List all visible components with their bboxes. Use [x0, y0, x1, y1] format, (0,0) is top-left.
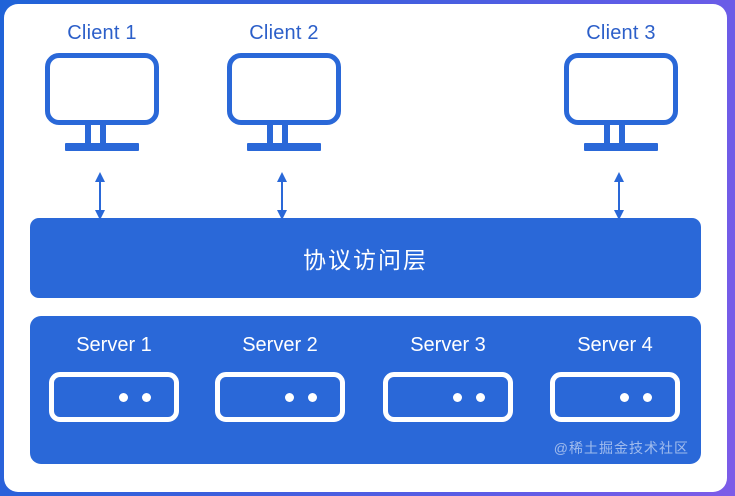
server-node-1[interactable]: Server 1 — [34, 334, 194, 422]
server-indicator-dot — [620, 392, 629, 402]
client-node-2[interactable]: Client 2 — [209, 22, 359, 153]
monitor-stand-post-right — [619, 125, 625, 143]
monitor-screen — [227, 53, 341, 125]
client-node-1[interactable]: Client 1 — [27, 22, 177, 153]
monitor-stand-post-right — [100, 125, 106, 143]
server-label: Server 3 — [410, 334, 486, 356]
monitor-stand-post-left — [85, 125, 91, 143]
server-node-3[interactable]: Server 3 — [368, 334, 528, 422]
server-unit-icon — [49, 372, 179, 422]
server-unit-icon — [383, 372, 513, 422]
monitor-icon — [45, 53, 159, 153]
server-node-2[interactable]: Server 2 — [200, 334, 360, 422]
servers-panel: Server 1 Server 2 Server 3 — [30, 316, 701, 464]
server-indicator-dot — [285, 392, 294, 402]
monitor-stand-base — [584, 143, 658, 151]
double-headed-vertical-arrow-icon — [614, 172, 624, 220]
server-indicator-dot — [453, 392, 462, 402]
diagram-card: Client 1 Client 2 — [4, 4, 727, 492]
server-label: Server 1 — [76, 334, 152, 356]
protocol-access-layer-band[interactable]: 协议访问层 — [30, 218, 701, 298]
client-node-3[interactable]: Client 3 — [546, 22, 696, 153]
server-indicator-dot — [476, 392, 485, 402]
double-headed-vertical-arrow-icon — [95, 172, 105, 220]
client-label: Client 1 — [67, 22, 137, 44]
monitor-stand-post-left — [604, 125, 610, 143]
protocol-access-layer-label: 协议访问层 — [303, 247, 428, 273]
server-unit-icon — [550, 372, 680, 422]
monitor-stand-post-right — [282, 125, 288, 143]
clients-row: Client 1 Client 2 — [4, 4, 727, 220]
monitor-stand-base — [247, 143, 321, 151]
server-indicator-dot — [119, 392, 128, 402]
server-indicator-dot — [308, 392, 317, 402]
monitor-stand-base — [65, 143, 139, 151]
server-indicator-dot — [142, 392, 151, 402]
client-label: Client 3 — [586, 22, 656, 44]
monitor-icon — [227, 53, 341, 153]
server-node-4[interactable]: Server 4 — [535, 334, 695, 422]
double-headed-vertical-arrow-icon — [277, 172, 287, 220]
server-label: Server 2 — [242, 334, 318, 356]
monitor-screen — [45, 53, 159, 125]
monitor-stand-post-left — [267, 125, 273, 143]
monitor-screen — [564, 53, 678, 125]
watermark: @稀土掘金技术社区 — [553, 440, 689, 456]
client-label: Client 2 — [249, 22, 319, 44]
server-unit-icon — [215, 372, 345, 422]
server-label: Server 4 — [577, 334, 653, 356]
server-indicator-dot — [643, 392, 652, 402]
monitor-icon — [564, 53, 678, 153]
